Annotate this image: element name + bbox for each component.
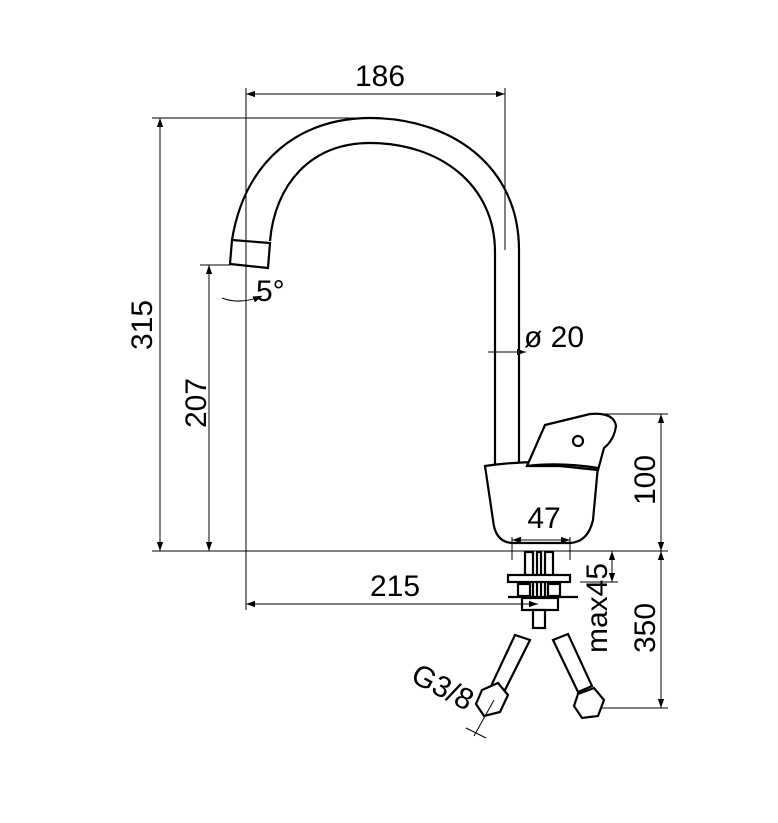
faucet-outline: [228, 116, 618, 545]
handle-joint: [526, 463, 599, 470]
spout-inner-curve: [268, 141, 497, 464]
spout-outer-curve: [230, 116, 521, 464]
handle-screw: [571, 434, 585, 448]
label-spout-diameter: ø 20: [524, 321, 584, 354]
label-spout-reach: 186: [355, 60, 405, 93]
label-body-height: 100: [629, 455, 662, 505]
label-connection-thread: G3/8: [406, 658, 479, 718]
supply-hose-right: [551, 632, 606, 720]
label-max-deck-thickness: max45: [581, 563, 614, 653]
dimension-labels: 186 315 207 5° ø 20 100 47 215 max45 350…: [126, 60, 662, 717]
dimension-lines: [156, 90, 665, 739]
label-base-diameter: 47: [527, 502, 560, 535]
mounting-hardware: [506, 550, 578, 630]
angle-arc: [221, 295, 263, 303]
reference-lines: [152, 88, 668, 709]
thread-leader: [473, 699, 495, 737]
label-total-reach: 215: [370, 570, 420, 603]
supply-hose-left: [474, 633, 532, 718]
label-outlet-angle: 5°: [256, 275, 285, 308]
label-hose-length: 350: [629, 603, 662, 653]
label-total-height: 315: [126, 300, 159, 350]
aerator: [228, 238, 272, 270]
label-outlet-height: 207: [180, 378, 213, 428]
lever-handle: [525, 412, 618, 472]
